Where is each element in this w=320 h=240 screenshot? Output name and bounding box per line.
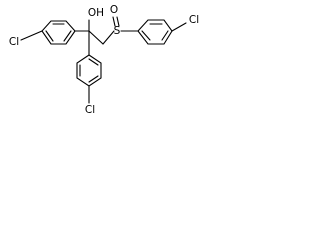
chlorine-label-bottom: Cl	[85, 104, 95, 116]
hydroxyl-label: OH	[88, 7, 104, 19]
sulfinyl-oxygen-label: O	[110, 4, 118, 16]
atom-labels: Cl Cl Cl OH S O	[9, 4, 199, 116]
chemical-structure-diagram: Cl Cl Cl OH S O	[9, 4, 199, 116]
right-chlorophenyl-ring	[137, 19, 187, 45]
chlorine-label-right: Cl	[189, 14, 199, 26]
central-skeleton	[74, 16, 139, 56]
sulfur-label: S	[114, 25, 121, 37]
chlorine-label-left: Cl	[9, 36, 19, 48]
left-chlorophenyl-ring	[20, 20, 76, 45]
bottom-chlorophenyl-ring	[76, 54, 102, 104]
